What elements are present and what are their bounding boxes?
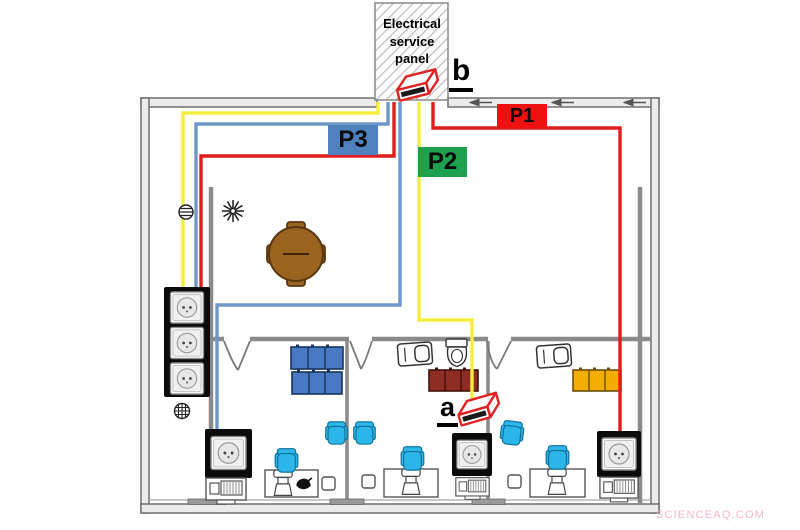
meeting-table [266, 221, 326, 287]
chair-icon [400, 446, 425, 471]
outlet-bottom-right [597, 431, 641, 477]
point-label-b: b [449, 56, 474, 92]
wire-yellow-to-junction-a [417, 102, 474, 399]
panel-label-line1: Electrical [383, 16, 441, 31]
chair-icon [325, 421, 348, 445]
chair-icon [274, 448, 299, 473]
wire-blue-to-left-desk-outlet [215, 102, 402, 430]
printer-icon [455, 476, 490, 501]
point-label-a: a [437, 394, 459, 427]
appliance-icon [396, 341, 434, 367]
door-arcs [223, 340, 512, 371]
appliance-icon [535, 343, 573, 369]
panel-label-line3: panel [395, 51, 429, 67]
bench-darkred [428, 367, 479, 392]
panel-label-line2: service [389, 33, 435, 49]
wire-yellow-to-triple-outlet [181, 102, 380, 289]
door-arc-middle [349, 340, 373, 370]
triple-outlet [164, 287, 210, 397]
circuit-label-p2: P2 [418, 147, 467, 177]
junction-box-a-icon [454, 391, 504, 427]
star-icon [222, 200, 244, 222]
wire-blue-to-triple-outlet [194, 102, 390, 289]
toilet-icon [445, 338, 468, 368]
printer-icon [599, 476, 639, 503]
ceiling-light-icon [173, 402, 191, 420]
chair-icon [353, 421, 376, 445]
door-arc-right [486, 340, 512, 370]
outlet-bottom-middle [452, 433, 492, 476]
bench-blue-1 [290, 344, 344, 370]
printer-icon [205, 477, 247, 505]
bench-blue-2 [291, 369, 343, 395]
wires [181, 102, 622, 432]
circuit-label-p3: P3 [328, 125, 378, 155]
desk-lamp-icon [296, 477, 313, 490]
bench-orange [572, 367, 622, 392]
outlet-bottom-left [205, 429, 252, 478]
wire-red-to-triple-outlet [199, 102, 396, 289]
ceiling-light-icon [178, 204, 194, 220]
panel-label: Electrical service panel [375, 15, 449, 68]
desks [264, 468, 586, 498]
wire-red-to-right-desk-outlet [431, 102, 622, 432]
wall-ticks [468, 98, 646, 107]
door-arc-left [223, 340, 251, 371]
chair-icon [545, 445, 570, 470]
circuit-label-p1: P1 [497, 104, 547, 128]
watermark: SCIENCEAQ.COM [656, 509, 766, 521]
chair-icon [498, 419, 526, 447]
